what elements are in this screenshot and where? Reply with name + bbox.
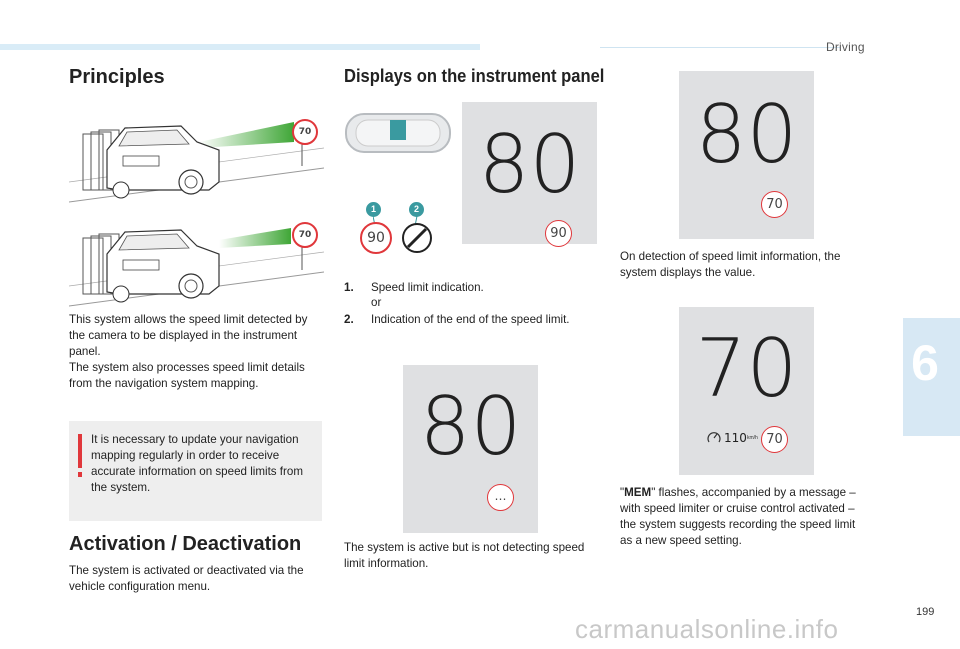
list-item-2-text: Indication of the end of the speed limit…	[371, 313, 570, 326]
list-item-1-text: Speed limit indication.	[371, 281, 484, 294]
header-rule	[600, 47, 840, 48]
speed-limiter-icon	[707, 432, 721, 443]
activation-heading: Activation / Deactivation	[69, 533, 302, 555]
panel-4-caption-quote-close: "	[651, 486, 656, 499]
callout-1-badge: 1	[366, 202, 381, 217]
speed-sign-bottom: 70	[292, 222, 318, 248]
panel-3-caption: On detection of speed limit information,…	[620, 250, 841, 279]
watermark: carmanualsonline.info	[575, 614, 839, 644]
warning-box	[69, 421, 322, 521]
car-camera-illustration-bottom	[69, 228, 324, 307]
chapter-number: 6	[911, 335, 939, 391]
panel-2-speed: 80	[419, 380, 522, 473]
activation-text: The system is activated or deactivated v…	[69, 564, 304, 593]
panel-4-speed-sign: 70	[761, 426, 788, 453]
panel-2-unknown-limit-sign: …	[487, 484, 514, 511]
panel-4-mem-value: 110	[724, 431, 747, 445]
panel-4-caption-text: flashes, accompanied by a message – with…	[620, 486, 856, 547]
speed-sign-top: 70	[292, 119, 318, 145]
display-panel-4	[679, 307, 814, 475]
displays-heading: Displays on the instrument panel	[344, 66, 605, 86]
panel-4-caption: "MEM" flashes, accompanied by a message …	[620, 485, 865, 549]
windscreen-camera-icon	[345, 113, 451, 153]
end-of-limit-sign-icon	[402, 223, 432, 253]
list-item-1-number: 1.	[344, 281, 354, 294]
display-panel-2	[403, 365, 538, 533]
display-panel-3	[679, 71, 814, 239]
principles-paragraph-1: This system allows the speed limit detec…	[69, 313, 308, 358]
principles-heading: Principles	[69, 66, 165, 88]
speed-sign-90-small: 90	[360, 222, 392, 254]
panel-4-caption-quote-open: "	[620, 486, 625, 499]
car-camera-illustration-top	[69, 122, 324, 203]
header-bar	[0, 44, 480, 50]
panel-2-caption: The system is active but is not detectin…	[344, 541, 585, 570]
panel-4-mem-unit: km/h	[747, 435, 758, 441]
panel-4-speed: 70	[695, 322, 798, 415]
panel-1-speed: 80	[478, 118, 581, 211]
warning-text: It is necessary to update your navigatio…	[91, 433, 303, 494]
section-label: Driving	[826, 40, 865, 54]
chapter-tab	[903, 318, 960, 436]
list-item-2-number: 2.	[344, 313, 354, 326]
panel-1-speed-sign: 90	[545, 220, 572, 247]
principles-paragraph-2: The system also processes speed limit de…	[69, 361, 305, 390]
mem-label: MEM	[624, 486, 652, 499]
display-panel-1	[462, 102, 597, 244]
warning-exclamation-icon	[78, 434, 82, 477]
callout-2-badge: 2	[409, 202, 424, 217]
page-number: 199	[916, 606, 935, 618]
list-item-1-or: or	[371, 296, 382, 309]
panel-3-speed-sign: 70	[761, 191, 788, 218]
panel-3-speed: 80	[695, 88, 798, 181]
